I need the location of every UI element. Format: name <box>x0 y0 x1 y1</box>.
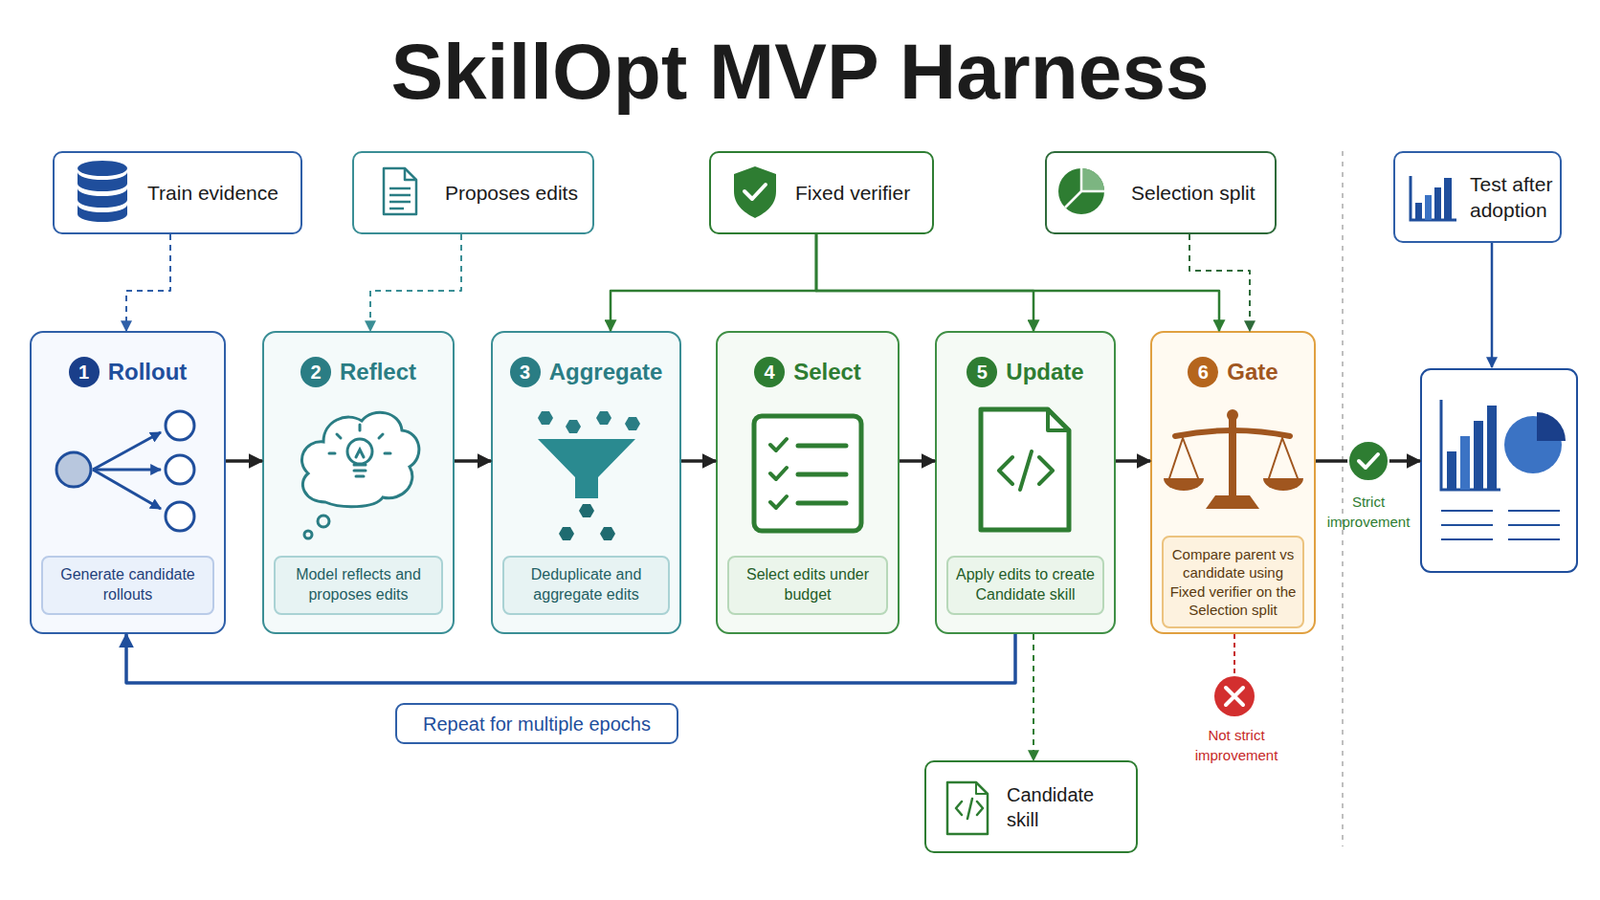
step-caption: Deduplicate and aggregate edits <box>502 555 670 616</box>
step-number: 6 <box>1187 356 1219 388</box>
flow-connector <box>899 459 935 464</box>
box-label: Selection split <box>1131 179 1269 206</box>
result-panel <box>1421 369 1578 573</box>
pass-arrow <box>1348 441 1389 482</box>
step-number: 4 <box>754 356 785 388</box>
flow-connector <box>610 234 817 332</box>
output-box: Candidate skill <box>924 760 1138 854</box>
reject-mark <box>1214 634 1255 717</box>
box-label: Train evidence <box>147 179 295 206</box>
process-step: 1 RolloutGenerate candidate rollouts <box>29 331 226 635</box>
adoption-arrow <box>1491 243 1493 368</box>
box-label: Test after adoption <box>1469 171 1555 224</box>
step-number: 2 <box>300 356 332 388</box>
result-panel <box>1487 405 1497 490</box>
caption-text: Select edits under budget <box>734 565 881 606</box>
step-caption: Select edits under budget <box>727 555 889 616</box>
step-caption: Model reflects and proposes edits <box>273 555 444 616</box>
flow-connector <box>1189 234 1250 332</box>
step-caption: Apply edits to create Candidate skill <box>946 555 1105 616</box>
result-panel <box>1441 511 1560 540</box>
loop-note: Repeat for multiple epochs <box>395 703 679 745</box>
adoption-arrow <box>1490 243 1494 368</box>
divider-line <box>1342 151 1344 847</box>
step-title: Update <box>1005 358 1084 386</box>
step-caption: Compare parent vs candidate using Fixed … <box>1161 535 1305 629</box>
result-panel <box>1504 416 1562 474</box>
input-box: Train evidence <box>52 151 303 235</box>
divider-line <box>1341 151 1344 847</box>
process-step: 5UpdateApply edits to create Candidate s… <box>934 331 1116 635</box>
pass-arrow <box>1315 441 1421 482</box>
result-panel <box>1473 421 1484 490</box>
caption-text: Deduplicate and aggregate edits <box>510 565 663 606</box>
step-number: 3 <box>510 356 541 388</box>
pass-arrow <box>1358 454 1378 468</box>
result-panel <box>1446 451 1457 490</box>
box-label: Candidate skill <box>1006 782 1131 833</box>
result-panel <box>1441 400 1501 490</box>
diagram-title: SkillOpt MVP Harness <box>0 26 1600 117</box>
input-box: Proposes edits <box>352 151 595 235</box>
process-step: 6GateCompare parent vs candidate using F… <box>1150 331 1316 635</box>
step-number: 5 <box>966 356 998 388</box>
step-title: Select <box>793 358 862 386</box>
flow-connector <box>454 459 491 464</box>
reject-mark <box>1233 634 1236 676</box>
input-box: Selection split <box>1044 151 1277 235</box>
step-title: Aggregate <box>549 358 664 386</box>
flow-connector <box>1032 634 1035 761</box>
flow-connector <box>1115 459 1151 464</box>
reject-mark <box>1225 688 1244 706</box>
input-box: Fixed verifier <box>709 151 934 235</box>
process-step: 4 SelectSelect edits under budget <box>715 331 900 635</box>
step-number: 1 <box>68 356 100 388</box>
outcome-label: Strict improvement <box>1311 491 1426 533</box>
caption-text: Compare parent vs candidate using Fixed … <box>1169 545 1297 621</box>
reject-mark <box>1214 676 1255 717</box>
process-step: 3 AggregateDeduplicate and aggregate edit… <box>490 331 682 635</box>
input-box: Test after adoption <box>1393 151 1562 244</box>
step-title: Reflect <box>339 358 417 386</box>
outcome-label: Not strict improvement <box>1169 725 1304 766</box>
result-panel <box>1421 369 1578 573</box>
box-label: Fixed verifier <box>795 179 927 206</box>
step-title: Gate <box>1226 358 1278 386</box>
flow-connector <box>225 459 263 464</box>
flow-connector <box>126 234 171 332</box>
flow-connector <box>816 234 1034 332</box>
caption-text: Model reflects and proposes edits <box>281 565 436 606</box>
result-panel <box>1536 412 1566 442</box>
pass-arrow <box>1315 459 1421 464</box>
caption-text: Apply edits to create Candidate skill <box>954 565 1097 606</box>
flow-connector <box>816 234 1220 332</box>
step-caption: Generate candidate rollouts <box>41 555 215 616</box>
process-step: 2ReflectModel reflects and proposes edit… <box>262 331 455 635</box>
flow-connector <box>681 459 716 464</box>
box-label: Repeat for multiple epochs <box>402 711 671 737</box>
flow-connector <box>370 234 462 332</box>
caption-text: Generate candidate rollouts <box>48 565 207 606</box>
step-title: Rollout <box>108 358 188 386</box>
box-label: Proposes edits <box>444 179 587 206</box>
flow-connector <box>126 634 1016 684</box>
result-panel <box>1460 436 1470 490</box>
